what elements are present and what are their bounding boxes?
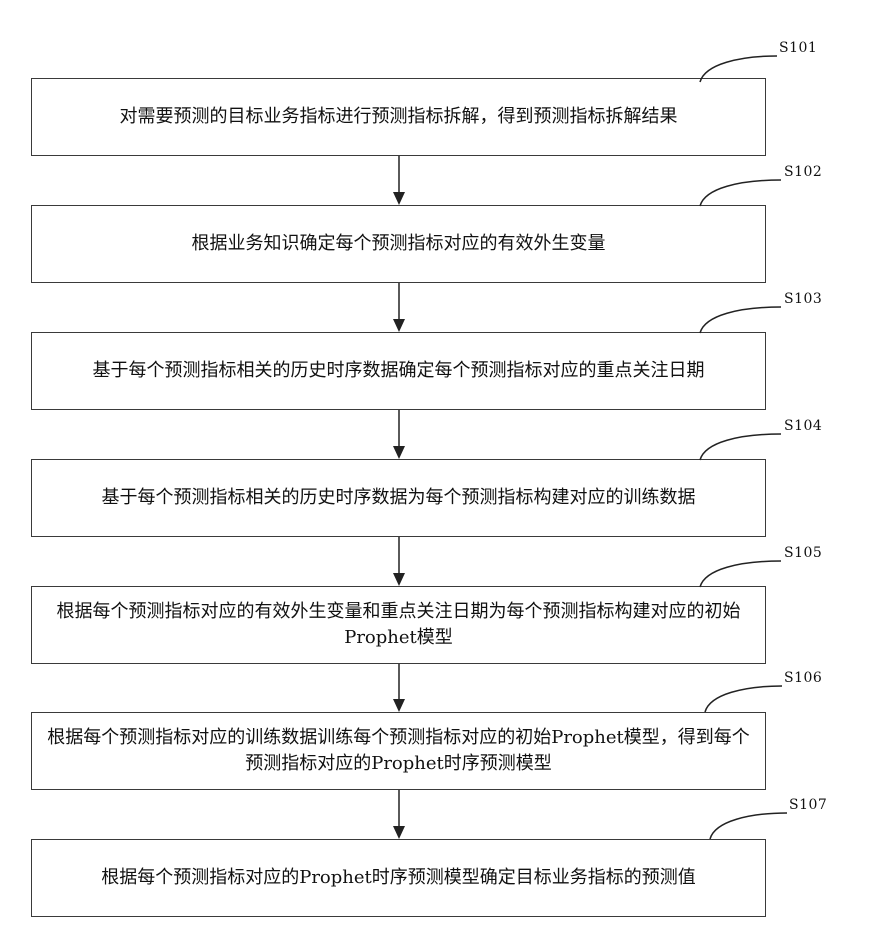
step-box-s105: 根据每个预测指标对应的有效外生变量和重点关注日期为每个预测指标构建对应的初始Pr…	[31, 586, 766, 664]
step-text-s105: 根据每个预测指标对应的有效外生变量和重点关注日期为每个预测指标构建对应的初始Pr…	[42, 599, 755, 651]
step-box-s104: 基于每个预测指标相关的历史时序数据为每个预测指标构建对应的训练数据	[31, 459, 766, 537]
step-box-s101: 对需要预测的目标业务指标进行预测指标拆解，得到预测指标拆解结果	[31, 78, 766, 156]
leader-curve-s107	[705, 807, 795, 843]
leader-curve-s104	[695, 428, 790, 464]
leader-curve-s106	[700, 680, 790, 716]
arrow-s101-s102	[391, 156, 407, 205]
step-text-s104: 基于每个预测指标相关的历史时序数据为每个预测指标构建对应的训练数据	[102, 485, 696, 511]
arrow-s104-s105	[391, 537, 407, 586]
step-text-s101: 对需要预测的目标业务指标进行预测指标拆解，得到预测指标拆解结果	[120, 104, 678, 130]
arrow-s103-s104	[391, 410, 407, 459]
step-text-s102: 根据业务知识确定每个预测指标对应的有效外生变量	[192, 231, 606, 257]
arrow-s102-s103	[391, 283, 407, 332]
arrow-s106-s107	[391, 790, 407, 839]
step-box-s102: 根据业务知识确定每个预测指标对应的有效外生变量	[31, 205, 766, 283]
arrow-s105-s106	[391, 664, 407, 712]
leader-curve-s101	[695, 50, 785, 86]
step-text-s107: 根据每个预测指标对应的Prophet时序预测模型确定目标业务指标的预测值	[101, 865, 696, 891]
step-box-s107: 根据每个预测指标对应的Prophet时序预测模型确定目标业务指标的预测值	[31, 839, 766, 917]
leader-curve-s102	[695, 174, 790, 210]
step-box-s103: 基于每个预测指标相关的历史时序数据确定每个预测指标对应的重点关注日期	[31, 332, 766, 410]
step-box-s106: 根据每个预测指标对应的训练数据训练每个预测指标对应的初始Prophet模型，得到…	[31, 712, 766, 790]
step-text-s106: 根据每个预测指标对应的训练数据训练每个预测指标对应的初始Prophet模型，得到…	[42, 725, 755, 777]
step-text-s103: 基于每个预测指标相关的历史时序数据确定每个预测指标对应的重点关注日期	[93, 358, 705, 384]
leader-curve-s103	[695, 301, 790, 337]
leader-curve-s105	[695, 555, 790, 591]
